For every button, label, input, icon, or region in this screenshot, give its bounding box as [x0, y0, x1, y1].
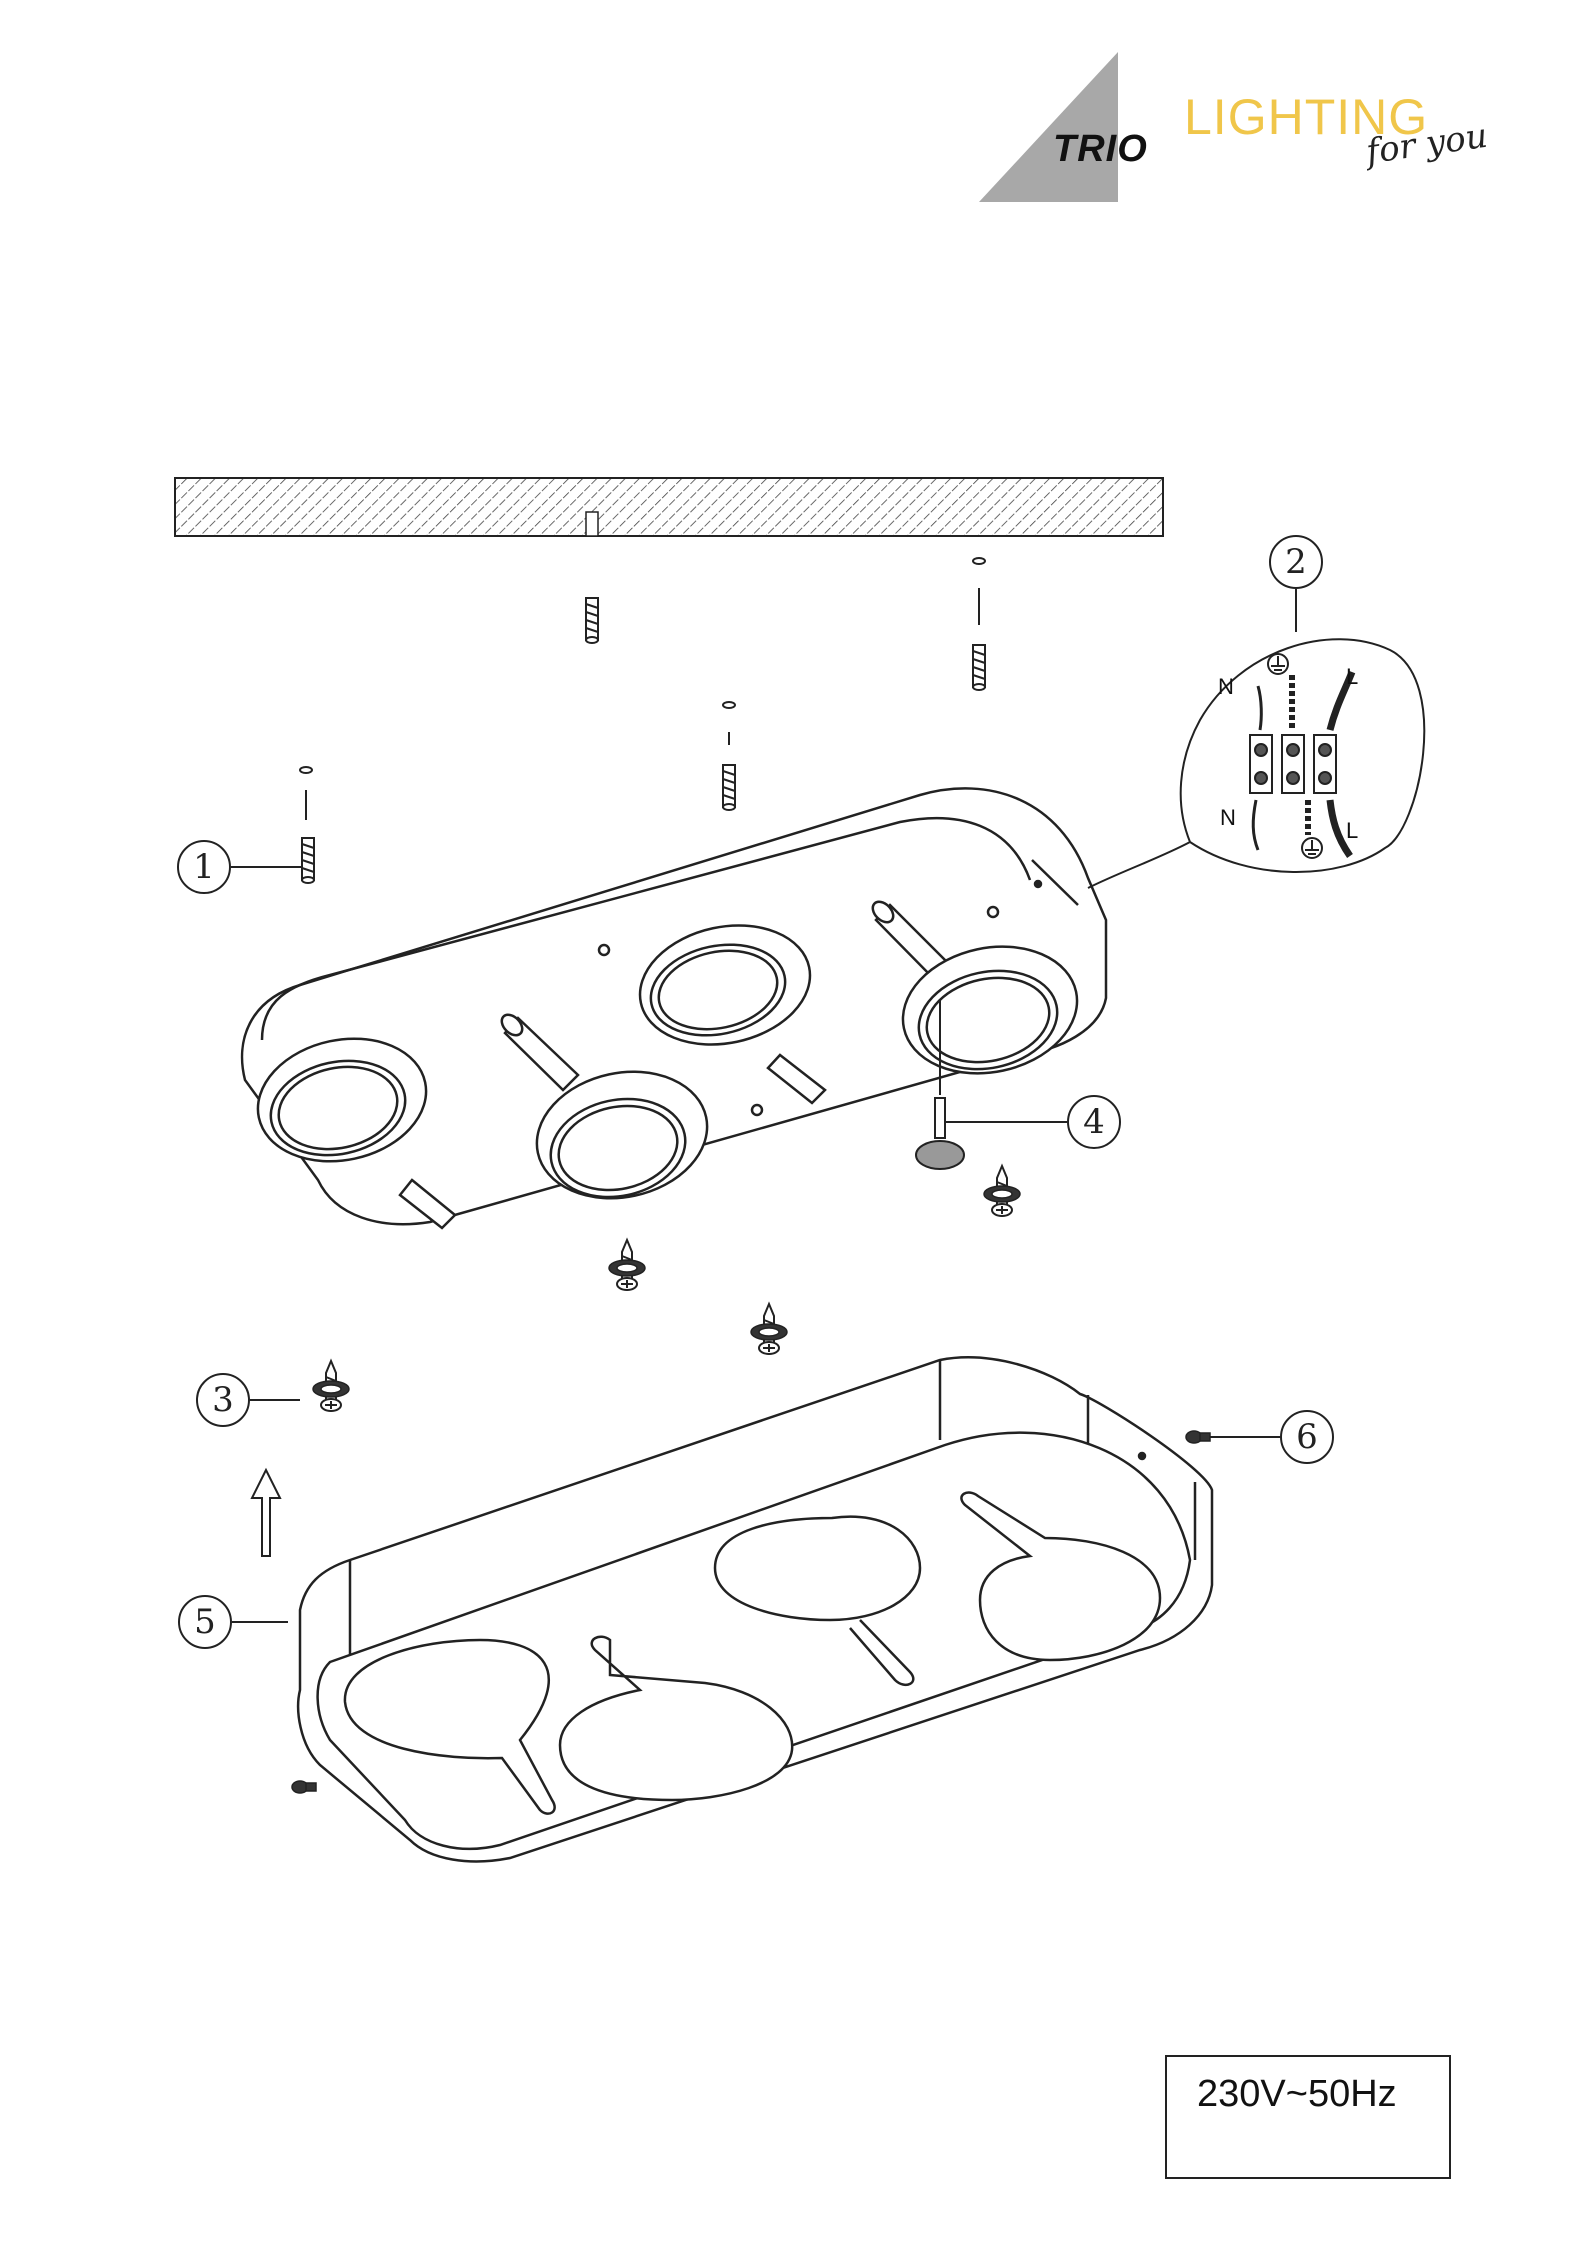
live-label-bottom: L: [1346, 818, 1358, 844]
wall-plug: [302, 838, 314, 883]
logo-triangle: [979, 52, 1118, 202]
voltage-label: 230V~50Hz: [1197, 2073, 1397, 2116]
wall-plug: [586, 598, 598, 643]
rating-box: 230V~50Hz: [1165, 2055, 1451, 2179]
callout-6: 6: [1280, 1410, 1334, 1464]
wall-plug: [973, 645, 985, 690]
screw: [313, 1361, 349, 1411]
callout-4: 4: [1067, 1095, 1121, 1149]
drill-guides: [300, 558, 985, 820]
neutral-label-bottom: N: [1220, 805, 1236, 831]
callout-1: 1: [177, 840, 231, 894]
wall-plug: [723, 765, 735, 810]
live-label-top: L: [1346, 664, 1358, 690]
screw: [984, 1166, 1020, 1216]
screw: [751, 1304, 787, 1354]
callout-2: 2: [1269, 535, 1323, 589]
up-arrow: [252, 1470, 280, 1556]
logo-brand: TRIO: [1053, 128, 1148, 171]
ceiling: [175, 478, 1163, 536]
callout-5: 5: [178, 1595, 232, 1649]
screw: [609, 1240, 645, 1290]
terminal-block: [1250, 735, 1336, 793]
callout-3: 3: [196, 1373, 250, 1427]
neutral-label-top: N: [1218, 674, 1234, 700]
